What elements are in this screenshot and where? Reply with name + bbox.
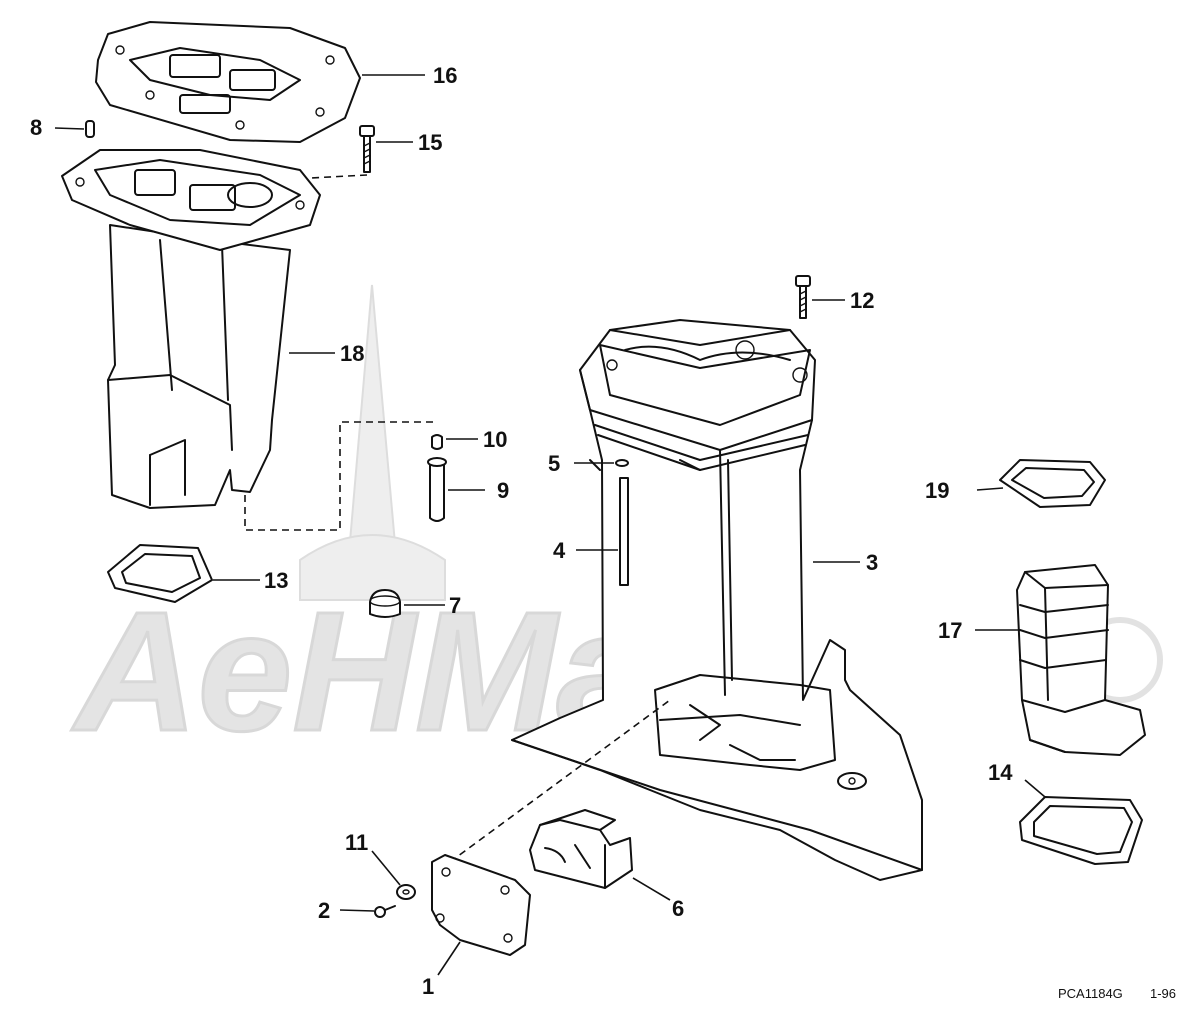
part-9-tube <box>427 457 447 522</box>
part-13-seal <box>107 544 213 603</box>
callout-10: 10 <box>483 427 507 452</box>
part-8-pin <box>85 120 95 138</box>
part-16-gasket <box>95 21 361 143</box>
part-10-cap <box>431 434 443 450</box>
part-6-block <box>529 809 633 889</box>
callout-1: 1 <box>422 974 434 999</box>
callout-13: 13 <box>264 568 288 593</box>
callout-5: 5 <box>548 451 560 476</box>
part-12-bolt <box>795 275 811 319</box>
part-19-seal <box>999 459 1106 508</box>
callout-labels: 16 8 15 12 18 10 5 9 19 4 3 13 7 17 14 1… <box>30 63 1013 999</box>
callout-2: 2 <box>318 898 330 923</box>
callout-15: 15 <box>418 130 442 155</box>
callout-16: 16 <box>433 63 457 88</box>
part-7-cap <box>369 589 401 618</box>
callout-3: 3 <box>866 550 878 575</box>
callout-14: 14 <box>988 760 1013 785</box>
leader-lines <box>54 74 1046 976</box>
callout-18: 18 <box>340 341 364 366</box>
part-17-exhaust-boot <box>1016 564 1146 756</box>
part-2-screw <box>374 905 396 918</box>
callout-7: 7 <box>449 593 461 618</box>
part-15-bolt <box>359 125 375 173</box>
part-4-stud <box>619 477 629 586</box>
callout-11: 11 <box>345 830 368 855</box>
drawing-code: PCA1184G <box>1058 986 1123 1001</box>
callout-9: 9 <box>497 478 509 503</box>
callout-12: 12 <box>850 288 874 313</box>
part-1-cover-plate <box>431 854 531 956</box>
part-5-washer <box>615 459 629 467</box>
part-14-seal <box>1019 796 1143 865</box>
callout-4: 4 <box>553 538 566 563</box>
callout-8: 8 <box>30 115 42 140</box>
callout-19: 19 <box>925 478 949 503</box>
callout-17: 17 <box>938 618 962 643</box>
callout-6: 6 <box>672 896 684 921</box>
revision-date: 1-96 <box>1150 986 1176 1001</box>
part-11-washer <box>396 884 416 900</box>
part-18-exhaust-adapter <box>61 149 321 509</box>
